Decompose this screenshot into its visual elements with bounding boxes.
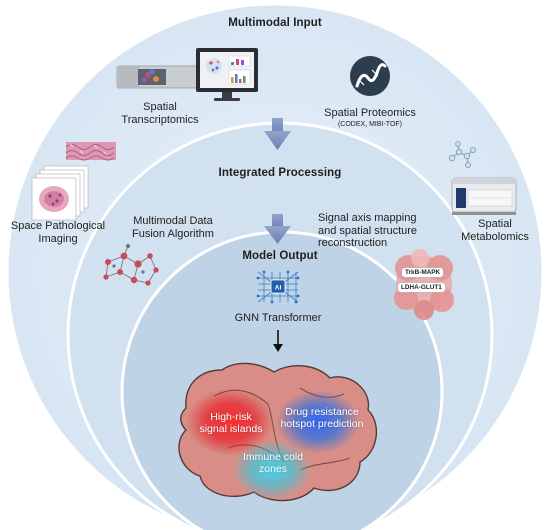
signal-axis-line-3: reconstruction — [318, 237, 388, 250]
spatial-transcriptomics-label: Spatial Transcriptomics — [100, 101, 220, 126]
space-pathological-line-2: Imaging — [38, 232, 78, 245]
fusion-algorithm-label: Multimodal Data Fusion Algorithm — [118, 215, 228, 240]
spatial-proteomics-label: Spatial Proteomics — [324, 107, 416, 119]
space-pathological-line-1: Space Pathological — [10, 220, 106, 232]
immune-cold-line-1: Immune cold — [242, 451, 304, 463]
spatial-transcriptomics-line-2: Transcriptomics — [121, 113, 199, 126]
mass-spectrometer-icon — [451, 177, 517, 215]
high-risk-line-1: High-risk — [210, 411, 252, 423]
multimodal-input-title: Multimodal Input — [228, 17, 322, 29]
spatial-metabolomics-label: Spatial Metabolomics — [455, 218, 535, 243]
space-pathological-imaging-label: Space Pathological Imaging — [2, 220, 114, 245]
high-risk-zone-label: High-risk signal islands — [182, 411, 280, 435]
pathology-slides-stack-icon — [31, 165, 89, 221]
ai-chip-label: AI — [275, 285, 282, 292]
high-risk-hotspot — [186, 388, 274, 456]
gnn-transformer-label: GNN Transformer — [234, 312, 322, 324]
model-output-title: Model Output — [242, 250, 318, 262]
immune-cold-hotspot — [232, 440, 312, 500]
arrow-input-to-processing — [264, 118, 291, 150]
spatial-metabolomics-line-1: Spatial — [478, 218, 512, 230]
drug-resistance-zone-label: Drug resistance hotspot prediction — [270, 406, 374, 430]
fusion-algorithm-line-1: Multimodal Data — [133, 215, 213, 227]
drug-resistance-hotspot — [276, 390, 360, 454]
signal-axis-label: Signal axis mapping and spatial structur… — [318, 212, 444, 250]
arrow-processing-to-output — [264, 214, 291, 244]
fusion-network-icon — [103, 244, 159, 286]
spatial-transcriptomics-line-1: Spatial — [143, 101, 177, 113]
spatial-transcriptomics-slide-icon — [116, 65, 198, 89]
pathology-strip-icon — [65, 142, 116, 161]
monitor-icon — [196, 48, 258, 101]
drug-resistance-line-2: hotspot prediction — [280, 418, 364, 431]
marker-tag-ldha-glut1: LDHA-GLUT1 — [398, 283, 445, 293]
signal-axis-line-2: and spatial structure — [318, 224, 418, 237]
spatial-proteomics-icon — [350, 56, 390, 96]
integrated-processing-title: Integrated Processing — [218, 167, 342, 179]
spatial-metabolomics-line-2: Metabolomics — [461, 230, 529, 243]
drug-resistance-line-1: Drug resistance — [285, 406, 359, 418]
signal-axis-line-1: Signal axis mapping — [318, 212, 417, 224]
immune-cold-zone-label: Immune cold zones — [228, 451, 318, 475]
marker-tag-trkb-mapk: TrkB-MAPK — [402, 268, 444, 278]
gnn-chip-icon — [256, 270, 300, 304]
spatial-proteomics-methods: (CODEX, MIBI-TOF) — [337, 121, 403, 128]
high-risk-line-2: signal islands — [199, 423, 263, 436]
immune-cold-line-2: zones — [258, 463, 288, 476]
fusion-algorithm-line-2: Fusion Algorithm — [132, 227, 214, 240]
arrow-model-to-tissue — [273, 330, 283, 352]
metabolomics-molecule-icon — [448, 141, 476, 168]
